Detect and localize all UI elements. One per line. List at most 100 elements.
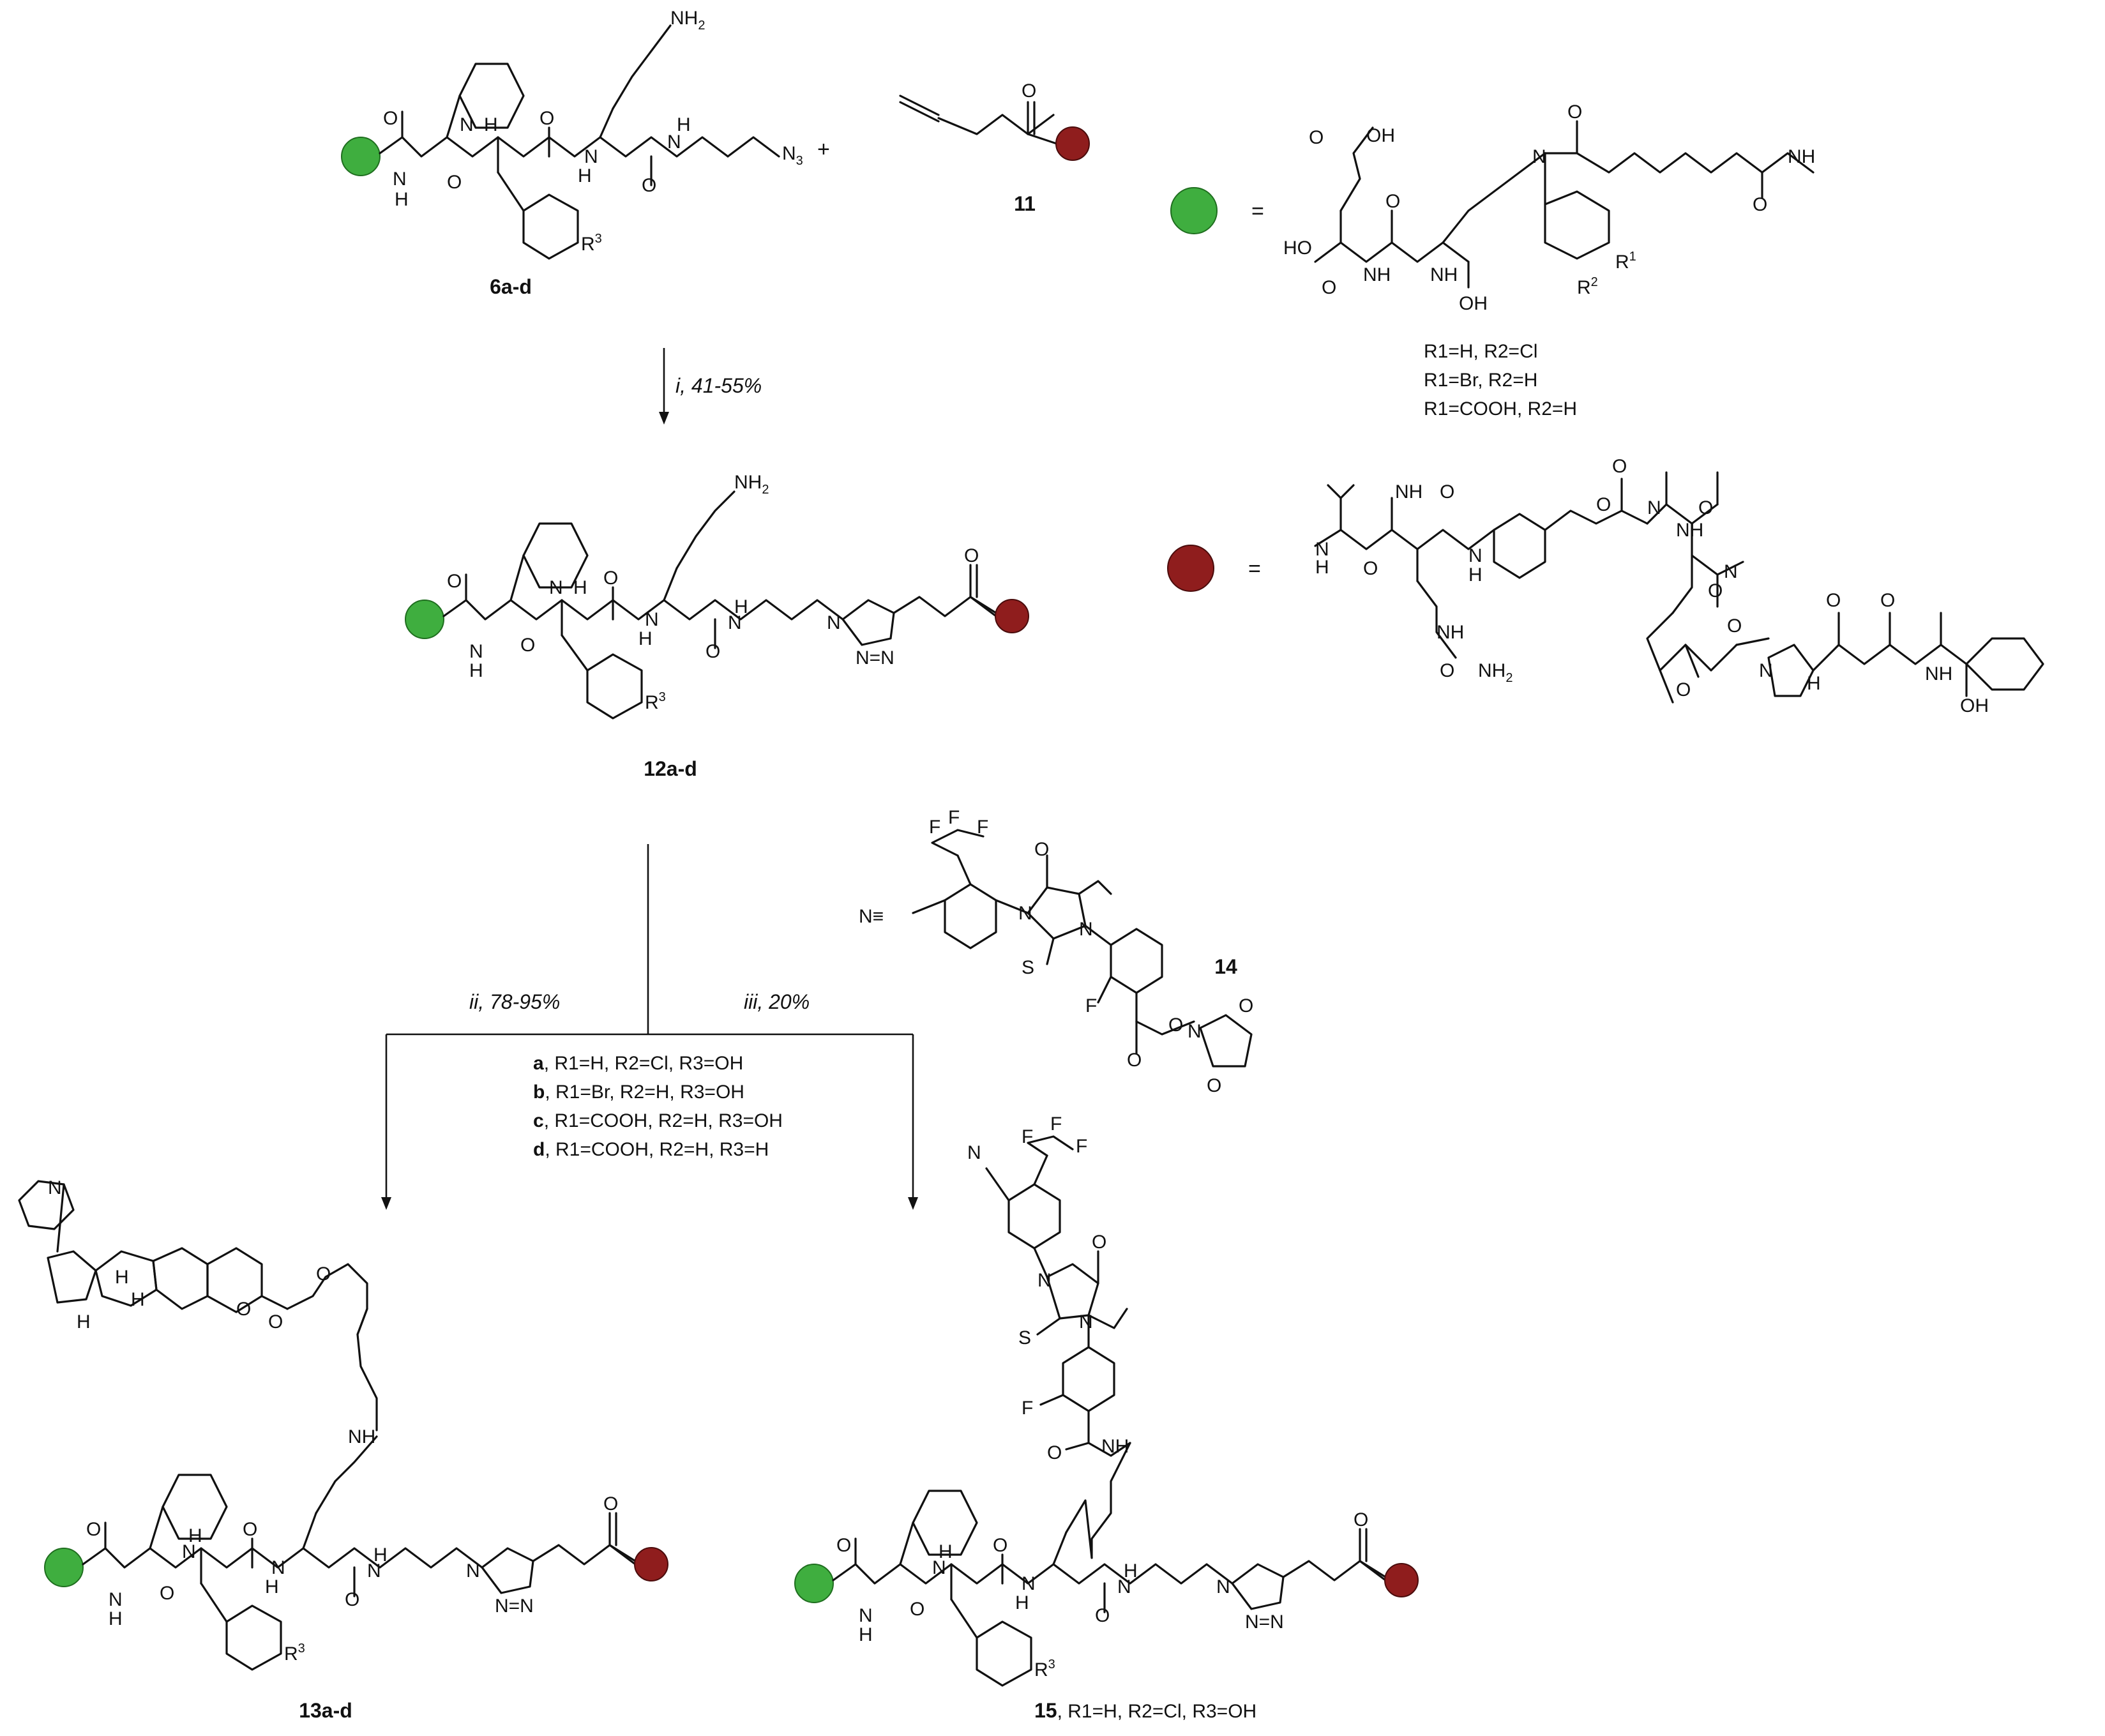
atom-O: O	[1363, 558, 1378, 579]
atom-O: O	[1309, 127, 1324, 148]
atom-O: O	[236, 1299, 251, 1320]
step-1-conditions: i, 41-55%	[675, 374, 762, 397]
payload-bead-legend	[1167, 545, 1214, 592]
atom-O: O	[447, 172, 462, 193]
atom-O: O	[447, 571, 462, 592]
atom-O: O	[1047, 1442, 1062, 1463]
atom-H: H	[265, 1576, 279, 1597]
atom-O: O	[1168, 1015, 1183, 1036]
atom-F: F	[1022, 1398, 1033, 1419]
atom-N: N=N	[1245, 1611, 1284, 1633]
atom-O: O	[910, 1599, 924, 1620]
atom-N: N	[1532, 146, 1546, 167]
atom-R3: R3	[284, 1642, 305, 1664]
atom-H: H	[109, 1608, 123, 1629]
atom-H: H	[578, 165, 592, 186]
atom-N: N	[827, 612, 841, 633]
payload-bead	[1384, 1563, 1419, 1597]
compound-label: 13a-d	[299, 1699, 352, 1722]
step-2-conditions: ii, 78-95%	[469, 990, 560, 1013]
variant-b: b, R1=Br, R2=H, R3=OH	[533, 1082, 744, 1103]
compound-label: 14	[1214, 955, 1237, 978]
atom-O: O	[1022, 80, 1036, 102]
atom-O: O	[160, 1583, 174, 1604]
atom-NH: N	[1315, 539, 1329, 560]
atom-O: O	[1092, 1232, 1106, 1253]
atom-O: O	[642, 175, 656, 196]
atom-O: O	[603, 568, 618, 589]
atom-O: O	[1239, 995, 1253, 1016]
atom-F: F	[977, 817, 988, 838]
atom-NH2: NH2	[1478, 660, 1513, 685]
atom-O: O	[1322, 277, 1336, 298]
compound-13-structure: N H H H O O O NH O N H O H N O N H O H N…	[18, 1177, 668, 1671]
atom-N3: N3	[782, 143, 803, 168]
plus-sign: +	[817, 137, 830, 162]
ligand-variant-list: R1=H, R2=Cl R1=Br, R2=H R1=COOH, R2=H	[1424, 341, 1577, 419]
atom-R3: R3	[645, 690, 666, 713]
arrowhead	[381, 1197, 391, 1210]
atom-O: O	[520, 635, 535, 656]
atom-O: O	[1880, 590, 1895, 611]
atom-O: O	[603, 1493, 618, 1514]
atom-O: O	[964, 545, 979, 566]
atom-N: N	[1647, 497, 1661, 518]
atom-N: N	[932, 1557, 946, 1578]
payload-structure: N H NH O O N H NH O NH2 O O N O NH O N O…	[1314, 456, 2044, 716]
ligand-variant: R1=H, R2=Cl	[1424, 341, 1537, 362]
compound-label: 15, R1=H, R2=Cl, R3=OH	[1034, 1699, 1256, 1722]
atom-N: N	[1117, 1576, 1131, 1597]
atom-R1: R1	[1615, 250, 1636, 273]
atom-NH: NH	[1363, 264, 1391, 285]
equals-sign: =	[1251, 199, 1264, 223]
atom-O: O	[1440, 660, 1454, 681]
atom-H: H	[1468, 564, 1483, 585]
atom-F: F	[948, 807, 960, 828]
atom-NH: NH	[1430, 264, 1458, 285]
atom-N: N	[1018, 903, 1032, 924]
atom-N: N	[48, 1177, 62, 1198]
atom-N: N	[1079, 1311, 1093, 1332]
compound-label: 11	[1014, 192, 1036, 215]
atom-NH: H	[677, 114, 691, 135]
atom-F: F	[929, 817, 940, 838]
atom-O: O	[1708, 580, 1723, 601]
ligand-bead	[794, 1564, 834, 1603]
atom-NH: NH	[1101, 1436, 1129, 1457]
atom-NH: NH	[1437, 622, 1464, 643]
atom-O: O	[1612, 456, 1627, 477]
atom-N: N	[1724, 561, 1738, 582]
atom-H: H	[1807, 673, 1821, 694]
compound-6-structure: O N H O N H O N H O H N NH2 N3 R3	[341, 8, 803, 260]
atom-NH: H	[734, 596, 748, 617]
atom-R3: R3	[581, 232, 602, 255]
atom-O: O	[86, 1519, 101, 1540]
atom-NH: H	[939, 1541, 953, 1562]
atom-N: N	[271, 1557, 285, 1578]
atom-OH: OH	[1459, 293, 1488, 314]
atom-N: N	[182, 1541, 196, 1562]
atom-NH: N	[469, 641, 483, 662]
atom-H: H	[859, 1624, 873, 1645]
atom-NH: N	[645, 609, 659, 630]
atom-F: F	[1076, 1136, 1087, 1157]
atom-NH: N	[859, 1605, 873, 1626]
atom-O: O	[539, 108, 554, 129]
atom-O: O	[1440, 481, 1454, 502]
atom-H: H	[77, 1311, 91, 1332]
atom-NH2: NH2	[734, 472, 769, 497]
atom-O: O	[1034, 839, 1049, 860]
atom-N: N	[967, 1142, 981, 1163]
atom-O: O	[268, 1311, 283, 1332]
atom-N: N	[667, 132, 681, 153]
atom-H: H	[131, 1289, 145, 1310]
ligand-bead	[44, 1548, 84, 1587]
atom-NH: H	[373, 1544, 388, 1566]
atom-NH: NH	[1676, 520, 1703, 541]
compound-12-structure: O N H O N H O N H O H N NH2 N N=N O R3	[405, 472, 1029, 720]
atom-F: F	[1022, 1126, 1033, 1147]
atom-OH: OH	[1366, 125, 1395, 146]
atom-H: H	[484, 114, 498, 135]
atom-O: O	[1354, 1509, 1368, 1530]
